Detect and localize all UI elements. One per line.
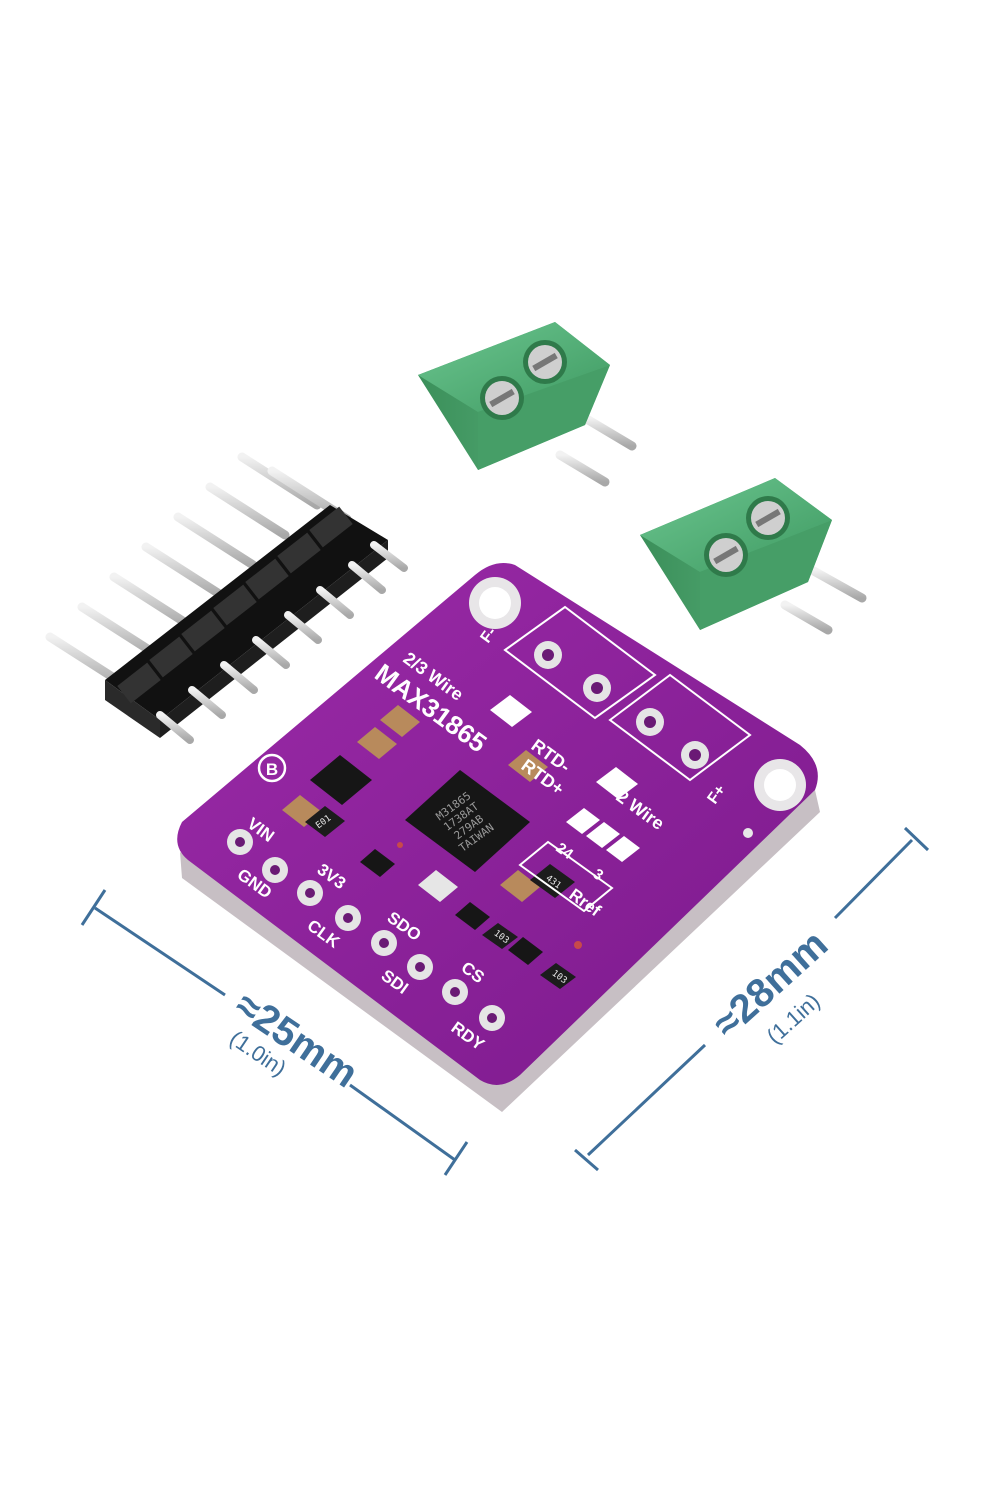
- screw-terminal-right: [640, 478, 867, 635]
- max31865-chip: M31865 1738AT 279AB TAIWAN: [405, 770, 530, 872]
- screw-terminal-left: [418, 322, 637, 487]
- pcb-board: B: [177, 562, 820, 1112]
- badge-b: B: [266, 760, 278, 779]
- pin-header: [45, 452, 408, 744]
- solder-jumper: [490, 695, 640, 862]
